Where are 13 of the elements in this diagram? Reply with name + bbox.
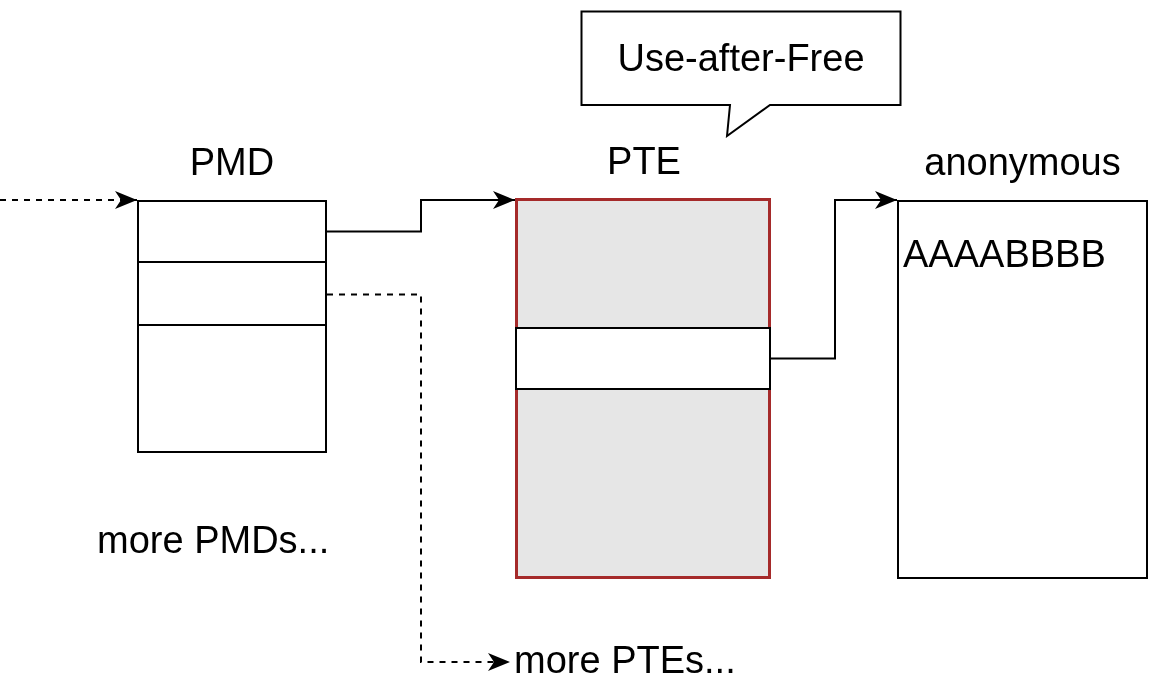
arrow <box>770 191 898 360</box>
arrow <box>326 191 516 233</box>
arrow <box>0 191 138 209</box>
node-label: more PTEs... <box>514 638 736 682</box>
table-heading: PMD <box>188 140 276 184</box>
note-text: more PMDs... <box>97 518 330 562</box>
table-heading: anonymous <box>923 140 1122 184</box>
arrow <box>326 293 511 671</box>
table-entry <box>515 327 771 390</box>
callout-bubble <box>580 10 902 138</box>
table-heading: PTE <box>606 139 682 183</box>
memory-content: AAAABBBB <box>902 232 1107 276</box>
callout-text: Use-after-Free <box>616 36 866 80</box>
